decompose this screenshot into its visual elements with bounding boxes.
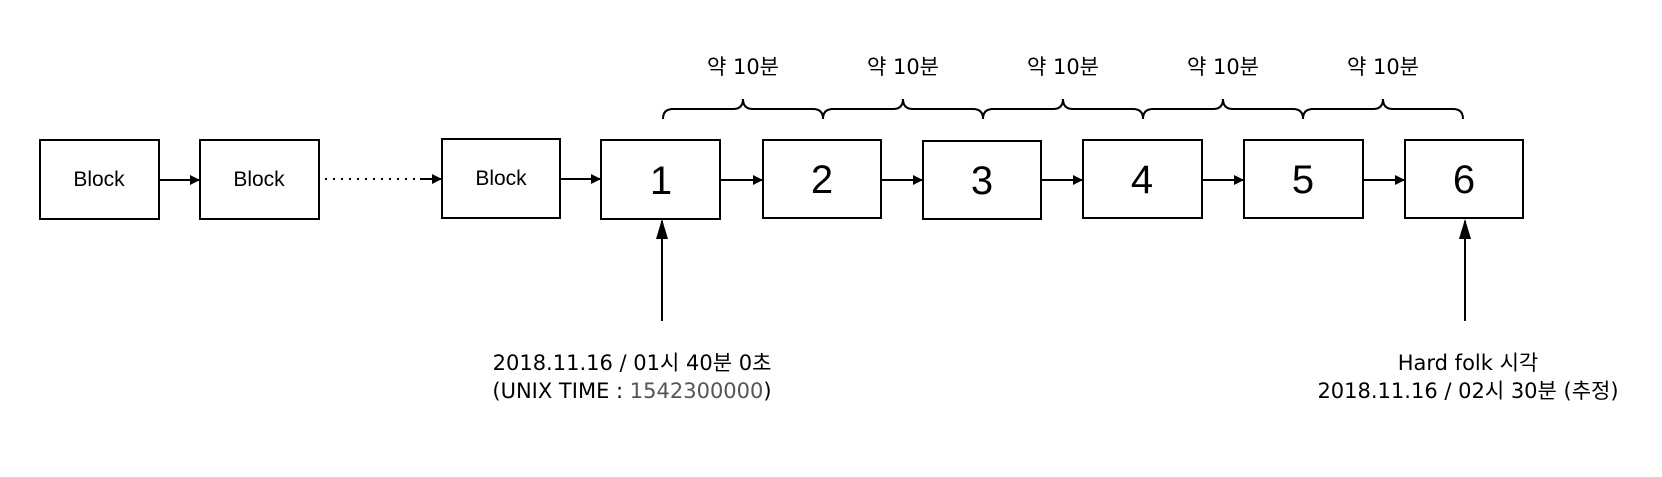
interval-label-4: 약 10분: [1187, 55, 1259, 79]
block-4: 4: [1082, 139, 1203, 219]
block-3-label: 3: [971, 159, 993, 203]
interval-label-1: 약 10분: [707, 55, 779, 79]
interval-label-3: 약 10분: [1027, 55, 1099, 79]
end-annotation-line1: Hard folk 시각: [1398, 351, 1538, 375]
brace-2: [822, 98, 984, 120]
block-generic-3: Block: [441, 138, 561, 219]
brace-4: [1142, 98, 1304, 120]
block-6: 6: [1404, 139, 1524, 219]
block-generic-1: Block: [39, 139, 160, 220]
brace-5: [1302, 98, 1464, 120]
interval-label-5: 약 10분: [1347, 55, 1419, 79]
start-annotation-suffix: ): [763, 379, 771, 403]
block-generic-2: Block: [199, 139, 320, 220]
block-5-label: 5: [1292, 158, 1314, 202]
block-generic-2-label: Block: [233, 168, 285, 191]
block-6-label: 6: [1453, 158, 1475, 202]
start-annotation-line2: (UNIX TIME : 1542300000): [492, 379, 771, 403]
block-generic-1-label: Block: [73, 168, 125, 191]
brace-1: [662, 98, 824, 120]
block-generic-3-label: Block: [475, 167, 527, 190]
block-3: 3: [922, 140, 1042, 220]
block-1-label: 1: [650, 159, 672, 203]
end-annotation-line2: 2018.11.16 / 02시 30분 (추정): [1317, 379, 1618, 403]
interval-label-2: 약 10분: [867, 55, 939, 79]
start-annotation-unix-time: 1542300000: [630, 379, 764, 403]
block-2: 2: [762, 139, 882, 219]
block-5: 5: [1243, 139, 1364, 219]
block-1: 1: [600, 139, 721, 220]
block-2-label: 2: [811, 158, 833, 202]
start-annotation-prefix: (UNIX TIME :: [492, 379, 629, 403]
start-annotation-line1: 2018.11.16 / 01시 40분 0초: [493, 351, 772, 375]
brace-3: [982, 98, 1144, 120]
block-4-label: 4: [1131, 158, 1153, 202]
